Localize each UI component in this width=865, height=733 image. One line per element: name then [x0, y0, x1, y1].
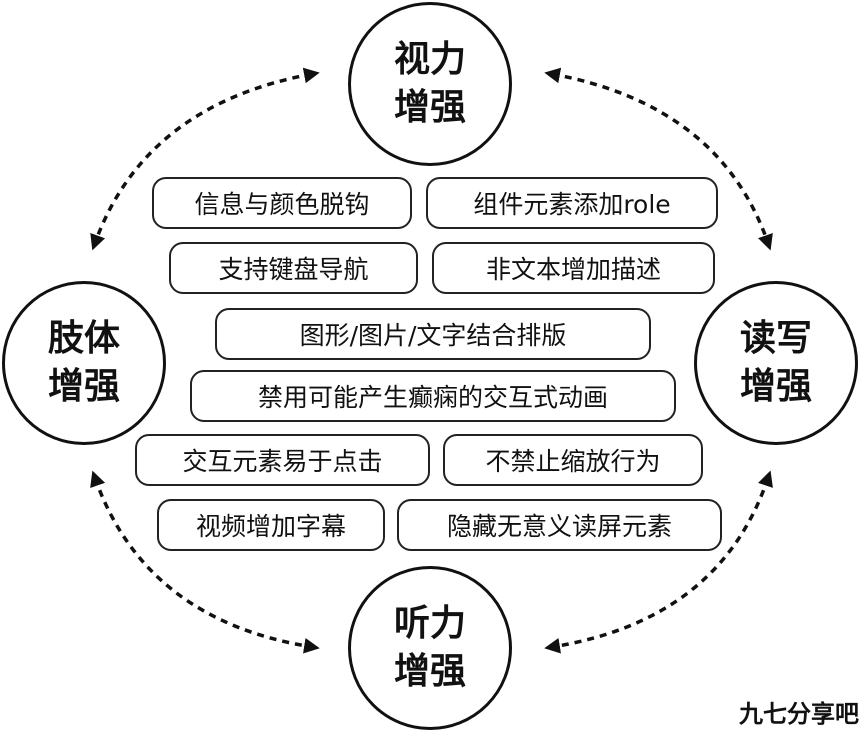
measure-item: 视频增加字幕	[157, 499, 385, 551]
measure-item: 交互元素易于点击	[135, 434, 430, 486]
node-hearing-line1: 听力	[393, 603, 466, 644]
measure-item: 信息与颜色脱钩	[152, 177, 412, 229]
measure-item: 不禁止缩放行为	[443, 434, 703, 486]
arrow-vision-reading	[544, 67, 773, 251]
arrow-vision-limb	[90, 67, 320, 251]
node-vision: 视力 增强	[348, 2, 512, 166]
node-limb-line1: 肢体	[47, 318, 120, 359]
arrow-reading-hearing	[544, 470, 773, 654]
measure-item: 禁用可能产生癫痫的交互式动画	[190, 370, 676, 422]
measure-item: 图形/图片/文字结合排版	[215, 308, 651, 360]
node-reading-line1: 读写	[739, 318, 812, 359]
watermark-text: 九七分享吧	[739, 700, 859, 728]
measure-item: 组件元素添加role	[426, 177, 718, 229]
measure-item: 支持键盘导航	[169, 242, 418, 294]
node-reading-line2: 增强	[739, 366, 812, 407]
node-hearing: 听力 增强	[348, 566, 512, 730]
node-reading: 读写 增强	[694, 281, 858, 445]
node-vision-line1: 视力	[393, 39, 466, 80]
measure-item: 非文本增加描述	[432, 242, 715, 294]
arrow-limb-hearing	[90, 470, 320, 654]
node-limb: 肢体 增强	[2, 281, 166, 445]
node-hearing-line2: 增强	[393, 651, 466, 692]
node-vision-line2: 增强	[393, 87, 466, 128]
node-limb-line2: 增强	[47, 366, 120, 407]
measure-item: 隐藏无意义读屏元素	[397, 499, 722, 551]
